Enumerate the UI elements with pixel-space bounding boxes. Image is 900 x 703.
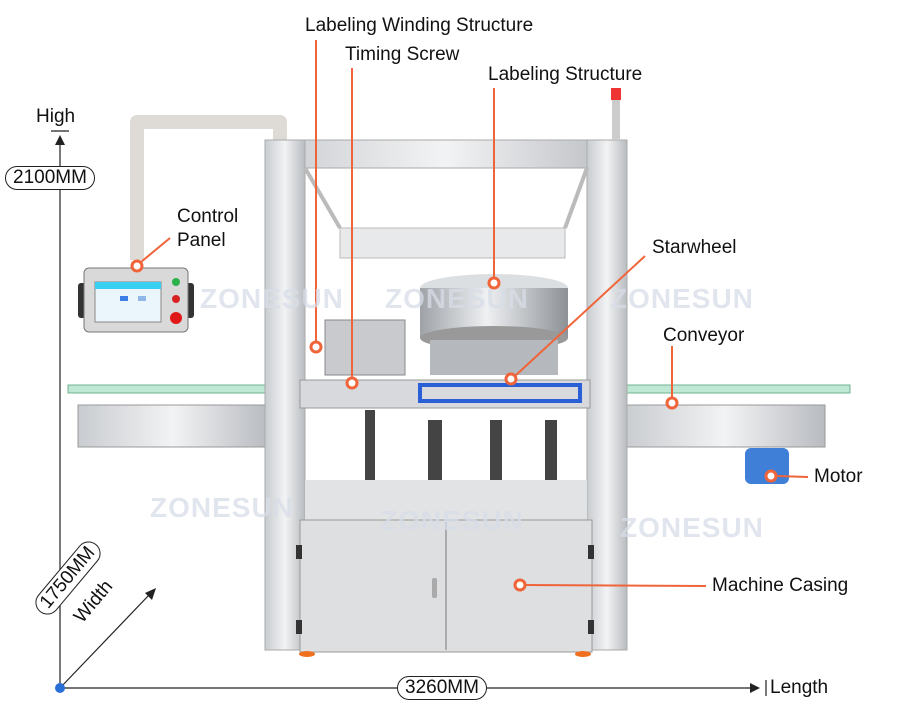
watermark: ZONESUN (610, 283, 754, 314)
callout-lines (140, 40, 809, 587)
length-value-pill: 3260MM (397, 676, 487, 700)
callout-machine-casing: Machine Casing (712, 575, 849, 596)
height-axis-label: High (36, 106, 76, 127)
cable-pipe (130, 115, 287, 260)
labeler-head (324, 319, 406, 376)
machine-frame (264, 88, 628, 651)
callout-starwheel: Starwheel (652, 237, 737, 258)
callout-control-panel-line1: Control (177, 206, 239, 227)
callout-timing-screw: Timing Screw (345, 44, 460, 65)
callout-dots (130, 259, 778, 592)
length-axis-label: Length (770, 677, 829, 698)
control-panel-device (78, 267, 194, 333)
callout-labeling-winding-structure: Labeling Winding Structure (305, 15, 534, 36)
callout-labeling-structure: Labeling Structure (488, 64, 643, 85)
watermark: ZONESUN (200, 283, 344, 314)
starwheel-ring (418, 383, 582, 403)
length-arrow-icon (750, 683, 760, 693)
watermark: ZONESUN (150, 492, 294, 523)
origin-dot (55, 683, 65, 693)
watermark: ZONESUN (380, 505, 524, 536)
callout-control-panel-line2: Panel (177, 230, 226, 251)
watermark: ZONESUN (385, 283, 529, 314)
watermark: ZONESUN (620, 512, 764, 543)
labeling-drum (420, 274, 568, 375)
machine-cabinet (296, 519, 594, 657)
callout-motor: Motor (814, 466, 863, 487)
motor-body (745, 448, 789, 484)
callout-conveyor: Conveyor (663, 325, 745, 346)
height-value-pill: 2100MM (5, 166, 95, 190)
height-arrow-icon (55, 135, 65, 145)
width-arrow-icon (145, 588, 156, 600)
